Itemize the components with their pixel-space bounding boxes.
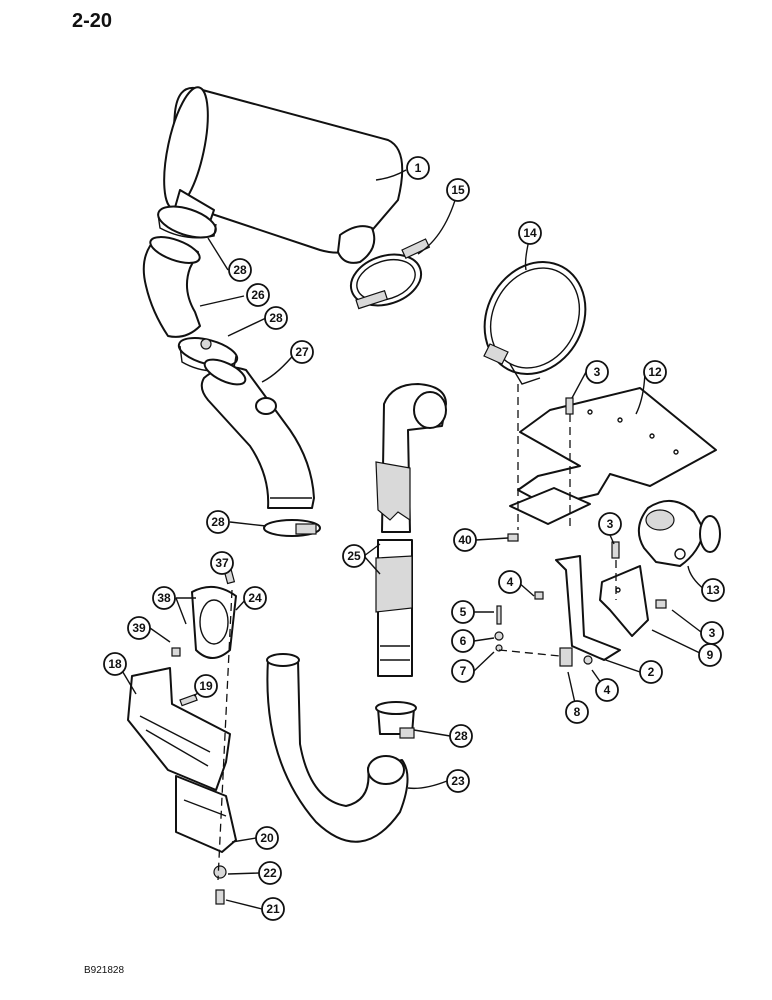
callout: 15 (446, 178, 470, 202)
callout: 4 (498, 570, 522, 594)
svg-text:4: 4 (507, 575, 514, 589)
callout: 3 (585, 360, 609, 384)
leader-lines (117, 169, 706, 910)
callout: 3 (700, 621, 724, 645)
clamp-part-28-bottom (375, 701, 417, 739)
svg-text:3: 3 (607, 517, 614, 531)
svg-text:40: 40 (458, 533, 472, 547)
callout: 3 (598, 512, 622, 536)
callout: 5 (451, 600, 475, 624)
mounting-plate-part-12 (509, 387, 717, 525)
svg-text:28: 28 (269, 311, 283, 325)
callout: 21 (261, 897, 285, 921)
svg-text:6: 6 (460, 634, 467, 648)
support-bracket-part-18 (127, 667, 231, 791)
clamp-part-28-lower-left (263, 519, 321, 537)
callout: 9 (698, 643, 722, 667)
clamp-part-28-upper (157, 205, 217, 239)
callout: 1 (406, 156, 430, 180)
callout: 6 (451, 629, 475, 653)
svg-text:15: 15 (451, 183, 465, 197)
callout: 28 (449, 724, 473, 748)
callout: 27 (290, 340, 314, 364)
svg-text:8: 8 (574, 705, 581, 719)
callout: 28 (206, 510, 230, 534)
svg-text:1: 1 (415, 161, 422, 175)
callout: 7 (451, 659, 475, 683)
callout: 28 (228, 258, 252, 282)
callout: 23 (446, 769, 470, 793)
svg-text:9: 9 (707, 648, 714, 662)
callout: 13 (701, 578, 725, 602)
svg-text:28: 28 (233, 263, 247, 277)
callout: 22 (258, 861, 282, 885)
svg-text:4: 4 (604, 683, 611, 697)
svg-text:18: 18 (108, 657, 122, 671)
svg-text:19: 19 (199, 679, 213, 693)
clamp-part-15 (349, 238, 431, 310)
callout: 28 (264, 306, 288, 330)
hardware-right-side (494, 397, 667, 667)
tail-pipe-part-23 (266, 653, 409, 843)
svg-text:20: 20 (260, 831, 274, 845)
svg-text:28: 28 (211, 515, 225, 529)
svg-text:25: 25 (347, 549, 361, 563)
bracket-part-9 (599, 565, 649, 637)
bracket-clamp-part-24 (171, 567, 237, 659)
svg-text:12: 12 (648, 365, 662, 379)
hardware-left-side (179, 693, 227, 905)
svg-text:26: 26 (251, 288, 265, 302)
svg-text:2: 2 (648, 665, 655, 679)
svg-text:14: 14 (523, 226, 537, 240)
callout: 25 (342, 544, 366, 568)
svg-text:3: 3 (594, 365, 601, 379)
bracket-part-2 (555, 555, 621, 661)
callout: 4 (595, 678, 619, 702)
callout: 40 (453, 528, 477, 552)
svg-text:37: 37 (215, 556, 229, 570)
callout: 20 (255, 826, 279, 850)
callout: 39 (127, 616, 151, 640)
svg-text:5: 5 (460, 605, 467, 619)
bracket-plate-part-20 (175, 775, 237, 853)
callout: 24 (243, 586, 267, 610)
muffler-part (163, 86, 404, 264)
elbow-part-26 (142, 236, 201, 338)
callout: 37 (210, 551, 234, 575)
svg-text:28: 28 (454, 729, 468, 743)
svg-text:23: 23 (451, 774, 465, 788)
callout: 2 (639, 660, 663, 684)
svg-text:7: 7 (460, 664, 467, 678)
svg-text:39: 39 (132, 621, 146, 635)
elbow-fitting-part-13 (637, 500, 721, 567)
alignment-lines (217, 384, 617, 881)
svg-text:27: 27 (295, 345, 309, 359)
drawing-code: B921828 (84, 965, 125, 976)
callout: 19 (194, 674, 218, 698)
page-number: 2-20 (72, 10, 113, 32)
svg-text:24: 24 (248, 591, 262, 605)
callout: 12 (643, 360, 667, 384)
callout: 18 (103, 652, 127, 676)
callout: 26 (246, 283, 270, 307)
band-clamp-part-14 (483, 261, 587, 385)
exhaust-pipe-part-25 (375, 383, 447, 677)
svg-text:3: 3 (709, 626, 716, 640)
callout: 8 (565, 700, 589, 724)
svg-text:21: 21 (266, 902, 280, 916)
svg-text:22: 22 (263, 866, 277, 880)
callout: 14 (518, 221, 542, 245)
svg-text:13: 13 (706, 583, 720, 597)
svg-text:38: 38 (157, 591, 171, 605)
callout: 38 (152, 586, 176, 610)
tube-part-27 (200, 358, 315, 509)
